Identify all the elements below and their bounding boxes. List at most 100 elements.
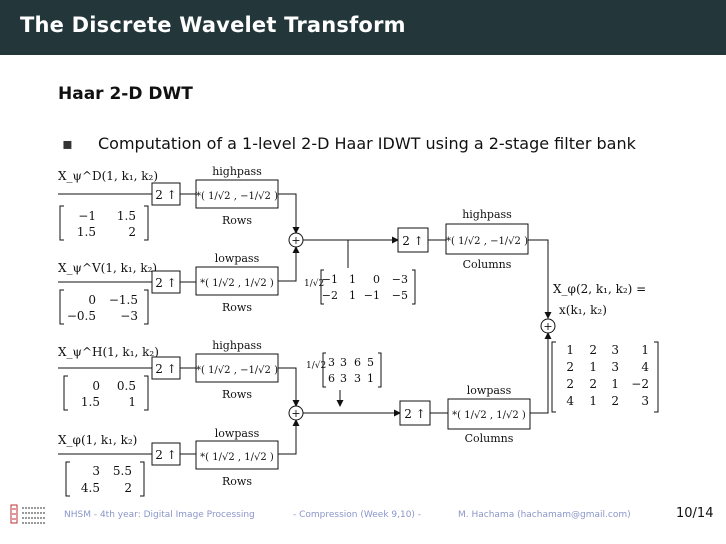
matrix-cell: 4 (566, 394, 574, 408)
matrix-cell: 3 (340, 356, 347, 369)
matrix-cell: 2 (589, 343, 597, 357)
matrix-cell: 2 (124, 481, 132, 495)
matrix-cell: 1.5 (117, 209, 136, 223)
matrix-cell: 1 (349, 289, 356, 302)
matrix-cell: 1 (349, 273, 356, 286)
upsample-label: 2 ↑ (155, 276, 177, 290)
filter-name: lowpass (215, 252, 260, 265)
matrix-cell: 3 (641, 394, 649, 408)
columns-label: Columns (463, 258, 512, 271)
matrix-cell: 3 (354, 372, 361, 385)
matrix-cell: −1 (78, 209, 96, 223)
matrix-cell: 6 (354, 356, 361, 369)
matrix-cell: −1 (364, 289, 380, 302)
rows-label: Rows (222, 301, 252, 314)
scale-factor: 1/√2 (304, 278, 324, 289)
plus-sign: + (291, 407, 300, 420)
matrix-cell: 1 (641, 343, 649, 357)
output-label: X_φ(2, k₁, k₂) = (553, 282, 646, 296)
matrix-cell: 5 (367, 356, 374, 369)
filter-name: highpass (212, 339, 262, 352)
matrix-cell: 0.5 (117, 379, 136, 393)
highpass-filter-block (195, 353, 279, 383)
matrix-cell: 0 (88, 293, 96, 307)
matrix-cell: 1 (566, 343, 574, 357)
matrix-cell: 4 (641, 360, 649, 374)
matrix-cell: 4.5 (81, 481, 100, 495)
matrix-cell: 2 (611, 394, 619, 408)
matrix-cell: 3 (92, 464, 100, 478)
matrix-cell: 2 (589, 377, 597, 391)
matrix-bracket (322, 352, 382, 388)
matrix-cell: 3 (340, 372, 347, 385)
matrix-bracket (320, 269, 416, 305)
matrix-cell: −1 (322, 273, 338, 286)
matrix-cell: −3 (120, 309, 138, 323)
matrix-cell: 5.5 (113, 464, 132, 478)
matrix-cell: 1 (589, 394, 597, 408)
plus-sign: + (291, 234, 300, 247)
filter-coeffs: *( 1/√2 , 1/√2 ) (200, 452, 274, 463)
upsample-label: 2 ↑ (402, 234, 424, 248)
sum-node-final (540, 318, 556, 334)
filter-bank-figure: X_ψ^D(1, k₁, k₂) −1 1.5 1.5 2 2 ↑ highpa… (56, 158, 663, 500)
page-number: 10/14 (676, 506, 714, 521)
matrix-cell: 2 (128, 225, 136, 239)
matrix-cell: 2 (566, 360, 574, 374)
university-logo (10, 504, 46, 524)
matrix-cell: 1 (367, 372, 374, 385)
lowpass-filter-block (195, 440, 279, 470)
input-label-approx: X_φ(1, k₁, k₂) (58, 433, 137, 447)
footer-course: NHSM - 4th year: Digital Image Processin… (64, 510, 255, 520)
input-label-v: X_ψ^V(1, k₁, k₂) (58, 261, 157, 275)
upsample-label: 2 ↑ (155, 362, 177, 376)
footer-topic: - Compression (Week 9,10) - (293, 510, 422, 520)
footer-author: M. Hachama (hachamam@gmail.com) (458, 510, 631, 520)
input-label-d: X_ψ^D(1, k₁, k₂) (58, 169, 158, 183)
matrix-cell: −2 (322, 289, 338, 302)
filter-name: highpass (212, 165, 262, 178)
matrix-cell: 3 (611, 343, 619, 357)
matrix-cell: 0 (92, 379, 100, 393)
bullet-text: Computation of a 1-level 2-D Haar IDWT u… (98, 134, 636, 153)
title-bar: The Discrete Wavelet Transform (0, 0, 726, 55)
matrix-cell: 6 (328, 372, 335, 385)
filter-coeffs: *( 1/√2 , 1/√2 ) (452, 410, 526, 421)
highpass-filter-block (195, 179, 279, 209)
matrix-bracket (65, 461, 145, 497)
matrix-cell: 3 (328, 356, 335, 369)
matrix-cell: −5 (392, 289, 408, 302)
plus-sign: + (543, 320, 552, 333)
output-label-x: x(k₁, k₂) (559, 303, 607, 317)
section-heading: Haar 2-D DWT (58, 84, 193, 104)
columns-label: Columns (465, 432, 514, 445)
filter-name: lowpass (467, 384, 512, 397)
matrix-bracket (551, 341, 659, 413)
filter-name: highpass (462, 208, 512, 221)
matrix-bracket (59, 205, 149, 241)
upsample-label: 2 ↑ (155, 448, 177, 462)
matrix-cell: −3 (392, 273, 408, 286)
matrix-bracket (59, 289, 149, 325)
rows-label: Rows (222, 475, 252, 488)
filter-bank-diagram: X_ψ^D(1, k₁, k₂) −1 1.5 1.5 2 2 ↑ highpa… (58, 165, 659, 497)
rows-label: Rows (222, 214, 252, 227)
matrix-cell: −1.5 (109, 293, 138, 307)
matrix-cell: 1 (128, 395, 136, 409)
matrix-cell: 1 (589, 360, 597, 374)
bullet-marker: ▪ (62, 134, 73, 153)
input-label-h: X_ψ^H(1, k₁, k₂) (58, 345, 159, 359)
filter-coeffs: *( 1/√2 , −1/√2 ) (446, 236, 528, 247)
scale-factor: 1/√2 (306, 360, 326, 371)
filter-coeffs: *( 1/√2 , −1/√2 ) (196, 365, 278, 376)
filter-coeffs: *( 1/√2 , 1/√2 ) (200, 278, 274, 289)
filter-coeffs: *( 1/√2 , −1/√2 ) (196, 191, 278, 202)
matrix-cell: 1 (611, 377, 619, 391)
matrix-cell: 3 (611, 360, 619, 374)
filter-name: lowpass (215, 427, 260, 440)
matrix-cell: −2 (631, 377, 649, 391)
slide-title: The Discrete Wavelet Transform (20, 13, 406, 37)
rows-label: Rows (222, 388, 252, 401)
matrix-cell: 1.5 (77, 225, 96, 239)
matrix-cell: 2 (566, 377, 574, 391)
